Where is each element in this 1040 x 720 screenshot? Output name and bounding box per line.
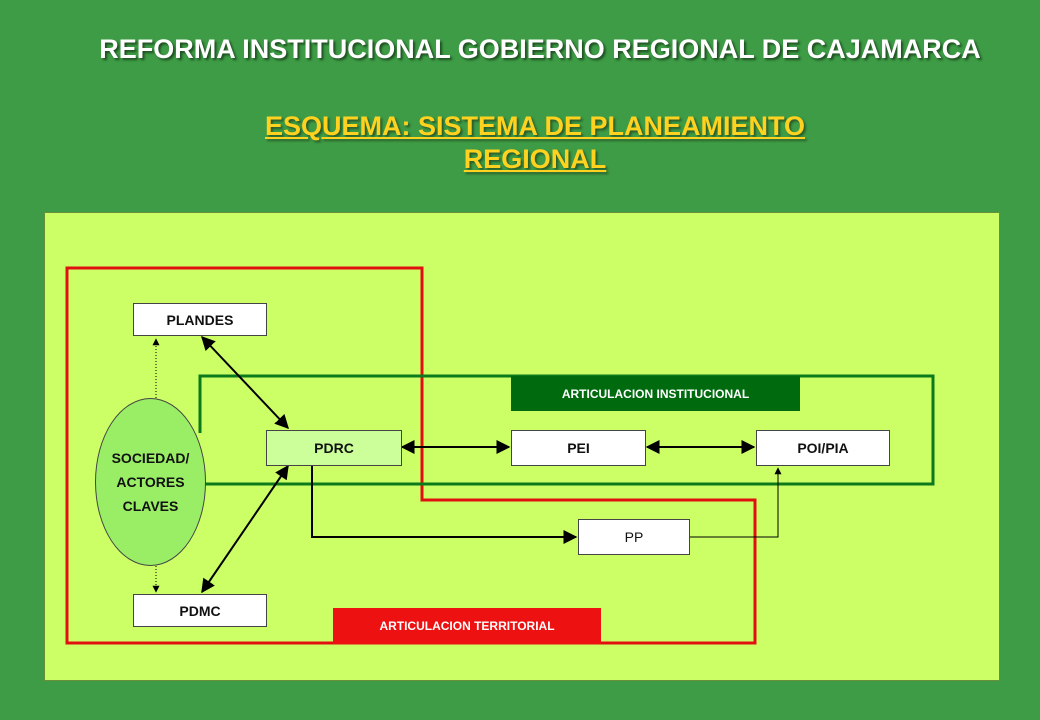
- node-poi-pia: POI/PIA: [756, 430, 890, 466]
- node-pp: PP: [578, 519, 690, 555]
- connector-plandes-pdrc: [201, 335, 289, 430]
- subtitle-line-2: REGIONAL: [463, 144, 607, 174]
- connector-pdmc-pdrc: [201, 464, 289, 594]
- connector-pdrc-pp: [311, 465, 578, 544]
- page-title: REFORMA INSTITUCIONAL GOBIERNO REGIONAL …: [99, 34, 981, 64]
- node-pei: PEI: [511, 430, 646, 466]
- sociedad-line-1: SOCIEDAD/: [111, 450, 190, 466]
- institutional-loop-line: [198, 374, 935, 486]
- node-pdmc: PDMC: [133, 594, 267, 627]
- subtitle-line-1: ESQUEMA: SISTEMA DE PLANEAMIENTO: [264, 111, 806, 141]
- node-plandes: PLANDES: [133, 303, 267, 336]
- tag-articulacion-territorial: ARTICULACION TERRITORIAL: [333, 608, 601, 644]
- tag-articulacion-institucional: ARTICULACION INSTITUCIONAL: [511, 376, 800, 411]
- sociedad-line-2: ACTORES: [116, 474, 185, 490]
- connector-pp-poi: [690, 467, 782, 538]
- diagram-subtitle: ESQUEMA: SISTEMA DE PLANEAMIENTO REGIONA…: [0, 110, 1040, 176]
- node-sociedad-actores-claves: SOCIEDAD/ ACTORES CLAVES: [95, 398, 206, 566]
- node-pdrc: PDRC: [266, 430, 402, 466]
- territorial-loop-line: [65, 266, 757, 645]
- sociedad-line-3: CLAVES: [122, 498, 179, 514]
